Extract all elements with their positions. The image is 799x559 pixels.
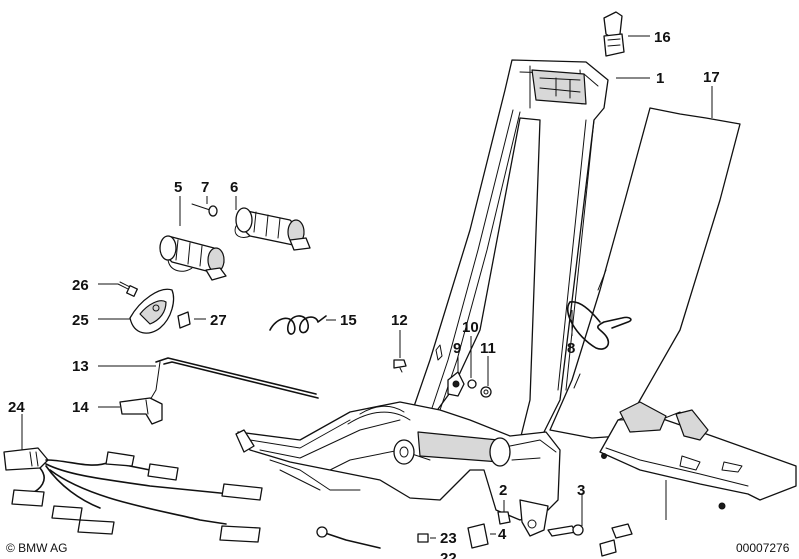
part-9-bushing[interactable] <box>447 371 465 397</box>
part-26-bolt[interactable] <box>117 281 138 297</box>
part-2-nut[interactable] <box>497 511 511 525</box>
callout-labels: 16 1 17 5 7 6 26 25 27 15 12 10 9 11 8 1… <box>8 29 720 559</box>
part-6-motor[interactable] <box>234 207 311 251</box>
callout-6: 6 <box>230 179 238 196</box>
callout-15: 15 <box>340 312 357 329</box>
callout-3: 3 <box>577 482 585 499</box>
part-24-wiring-harness[interactable] <box>3 447 263 543</box>
callout-5: 5 <box>174 179 182 196</box>
seat-pan-plate[interactable] <box>599 401 797 510</box>
part-25-bracket[interactable] <box>129 288 175 334</box>
bottom-right-fasteners[interactable] <box>599 523 633 557</box>
callout-8: 8 <box>567 340 575 357</box>
part-16-knob[interactable] <box>603 11 625 57</box>
callout-14: 14 <box>72 399 89 416</box>
part-10-nut[interactable] <box>467 379 477 389</box>
callout-16: 16 <box>654 29 671 46</box>
callout-13: 13 <box>72 358 89 375</box>
callout-26: 26 <box>72 277 89 294</box>
callout-23: 23 <box>440 530 457 547</box>
callout-7: 7 <box>201 179 209 196</box>
callout-11: 11 <box>480 340 496 357</box>
copyright-label: © BMW AG <box>6 541 68 555</box>
seat-base-frame[interactable] <box>235 401 561 537</box>
part-13-rod[interactable] <box>149 357 319 401</box>
part-1-backrest-frame[interactable] <box>409 59 609 441</box>
part-14-bracket[interactable] <box>119 397 163 425</box>
part-3-bolt[interactable] <box>547 524 584 537</box>
callout-22: 22 <box>440 550 457 559</box>
part-15-spring[interactable] <box>269 315 327 335</box>
part-12-bolt[interactable] <box>393 359 407 373</box>
callout-1: 1 <box>656 70 664 87</box>
part-11-washer[interactable] <box>480 386 492 398</box>
callout-10: 10 <box>462 319 479 336</box>
callout-17: 17 <box>703 69 720 86</box>
leader-lines <box>21 35 713 539</box>
callout-25: 25 <box>72 312 89 329</box>
callout-4: 4 <box>498 526 507 543</box>
callout-9: 9 <box>453 340 461 357</box>
part-23-cable-end[interactable] <box>316 526 381 549</box>
callout-27: 27 <box>210 312 227 329</box>
part-8-wire-clip[interactable] <box>567 301 632 350</box>
callout-24: 24 <box>8 399 25 416</box>
part-5-motor[interactable] <box>159 235 227 281</box>
part-27-clip[interactable] <box>177 311 191 329</box>
callout-12: 12 <box>391 312 408 329</box>
diagram-number: 00007276 <box>736 541 790 555</box>
part-4-clip[interactable] <box>467 523 489 549</box>
part-22-fastener[interactable] <box>417 533 429 543</box>
part-7-screw[interactable] <box>191 203 218 217</box>
callout-2: 2 <box>499 482 507 499</box>
